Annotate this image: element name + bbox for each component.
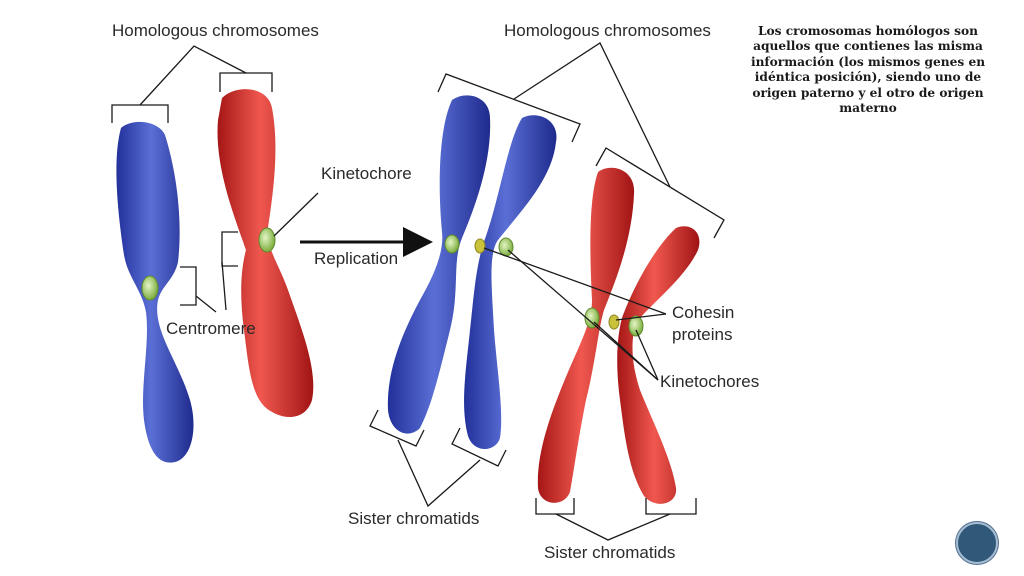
- blue-sister-chromatid-2: [464, 115, 557, 449]
- sister-chromatids-bracket-right: [535, 498, 697, 541]
- homologous-bracket-left: [111, 45, 273, 123]
- label-centromere: Centromere: [166, 319, 256, 338]
- label-kinetochore: Kinetochore: [321, 164, 412, 183]
- centromere-kinetochore-blue: [141, 275, 159, 301]
- label-homologous-chromosomes-right: Homologous chromosomes: [504, 21, 711, 40]
- kinetochore-blue-1: [444, 234, 460, 254]
- label-sister-chromatids-left: Sister chromatids: [348, 509, 479, 528]
- label-cohesin: Cohesin: [672, 303, 734, 322]
- label-kinetochores: Kinetochores: [660, 372, 759, 391]
- sister-chromatids-bracket-left: [369, 409, 507, 508]
- label-replication: Replication: [314, 249, 398, 268]
- red-sister-chromatid-2: [617, 226, 700, 504]
- centromere-bracket: [180, 231, 238, 313]
- red-sister-chromatid-1: [537, 167, 635, 503]
- label-proteins: proteins: [672, 325, 732, 344]
- cohesin-blue: [474, 238, 486, 254]
- kinetochore-red: [258, 227, 276, 253]
- slide-navigation-button[interactable]: [956, 522, 998, 564]
- cohesin-leaders: [483, 247, 667, 321]
- description-text: Los cromosomas homólogos son aquellos qu…: [750, 24, 986, 116]
- kinetochore-red-2: [628, 315, 644, 337]
- label-homologous-chromosomes-left: Homologous chromosomes: [112, 21, 319, 40]
- homologous-bracket-right: [437, 42, 725, 239]
- label-sister-chromatids-right: Sister chromatids: [544, 543, 675, 562]
- cohesin-red: [608, 314, 620, 330]
- red-chromosome-left: [217, 89, 314, 418]
- blue-sister-chromatid-1: [387, 95, 491, 434]
- kinetochore-leader: [273, 192, 319, 237]
- kinetochores-leaders: [507, 249, 659, 381]
